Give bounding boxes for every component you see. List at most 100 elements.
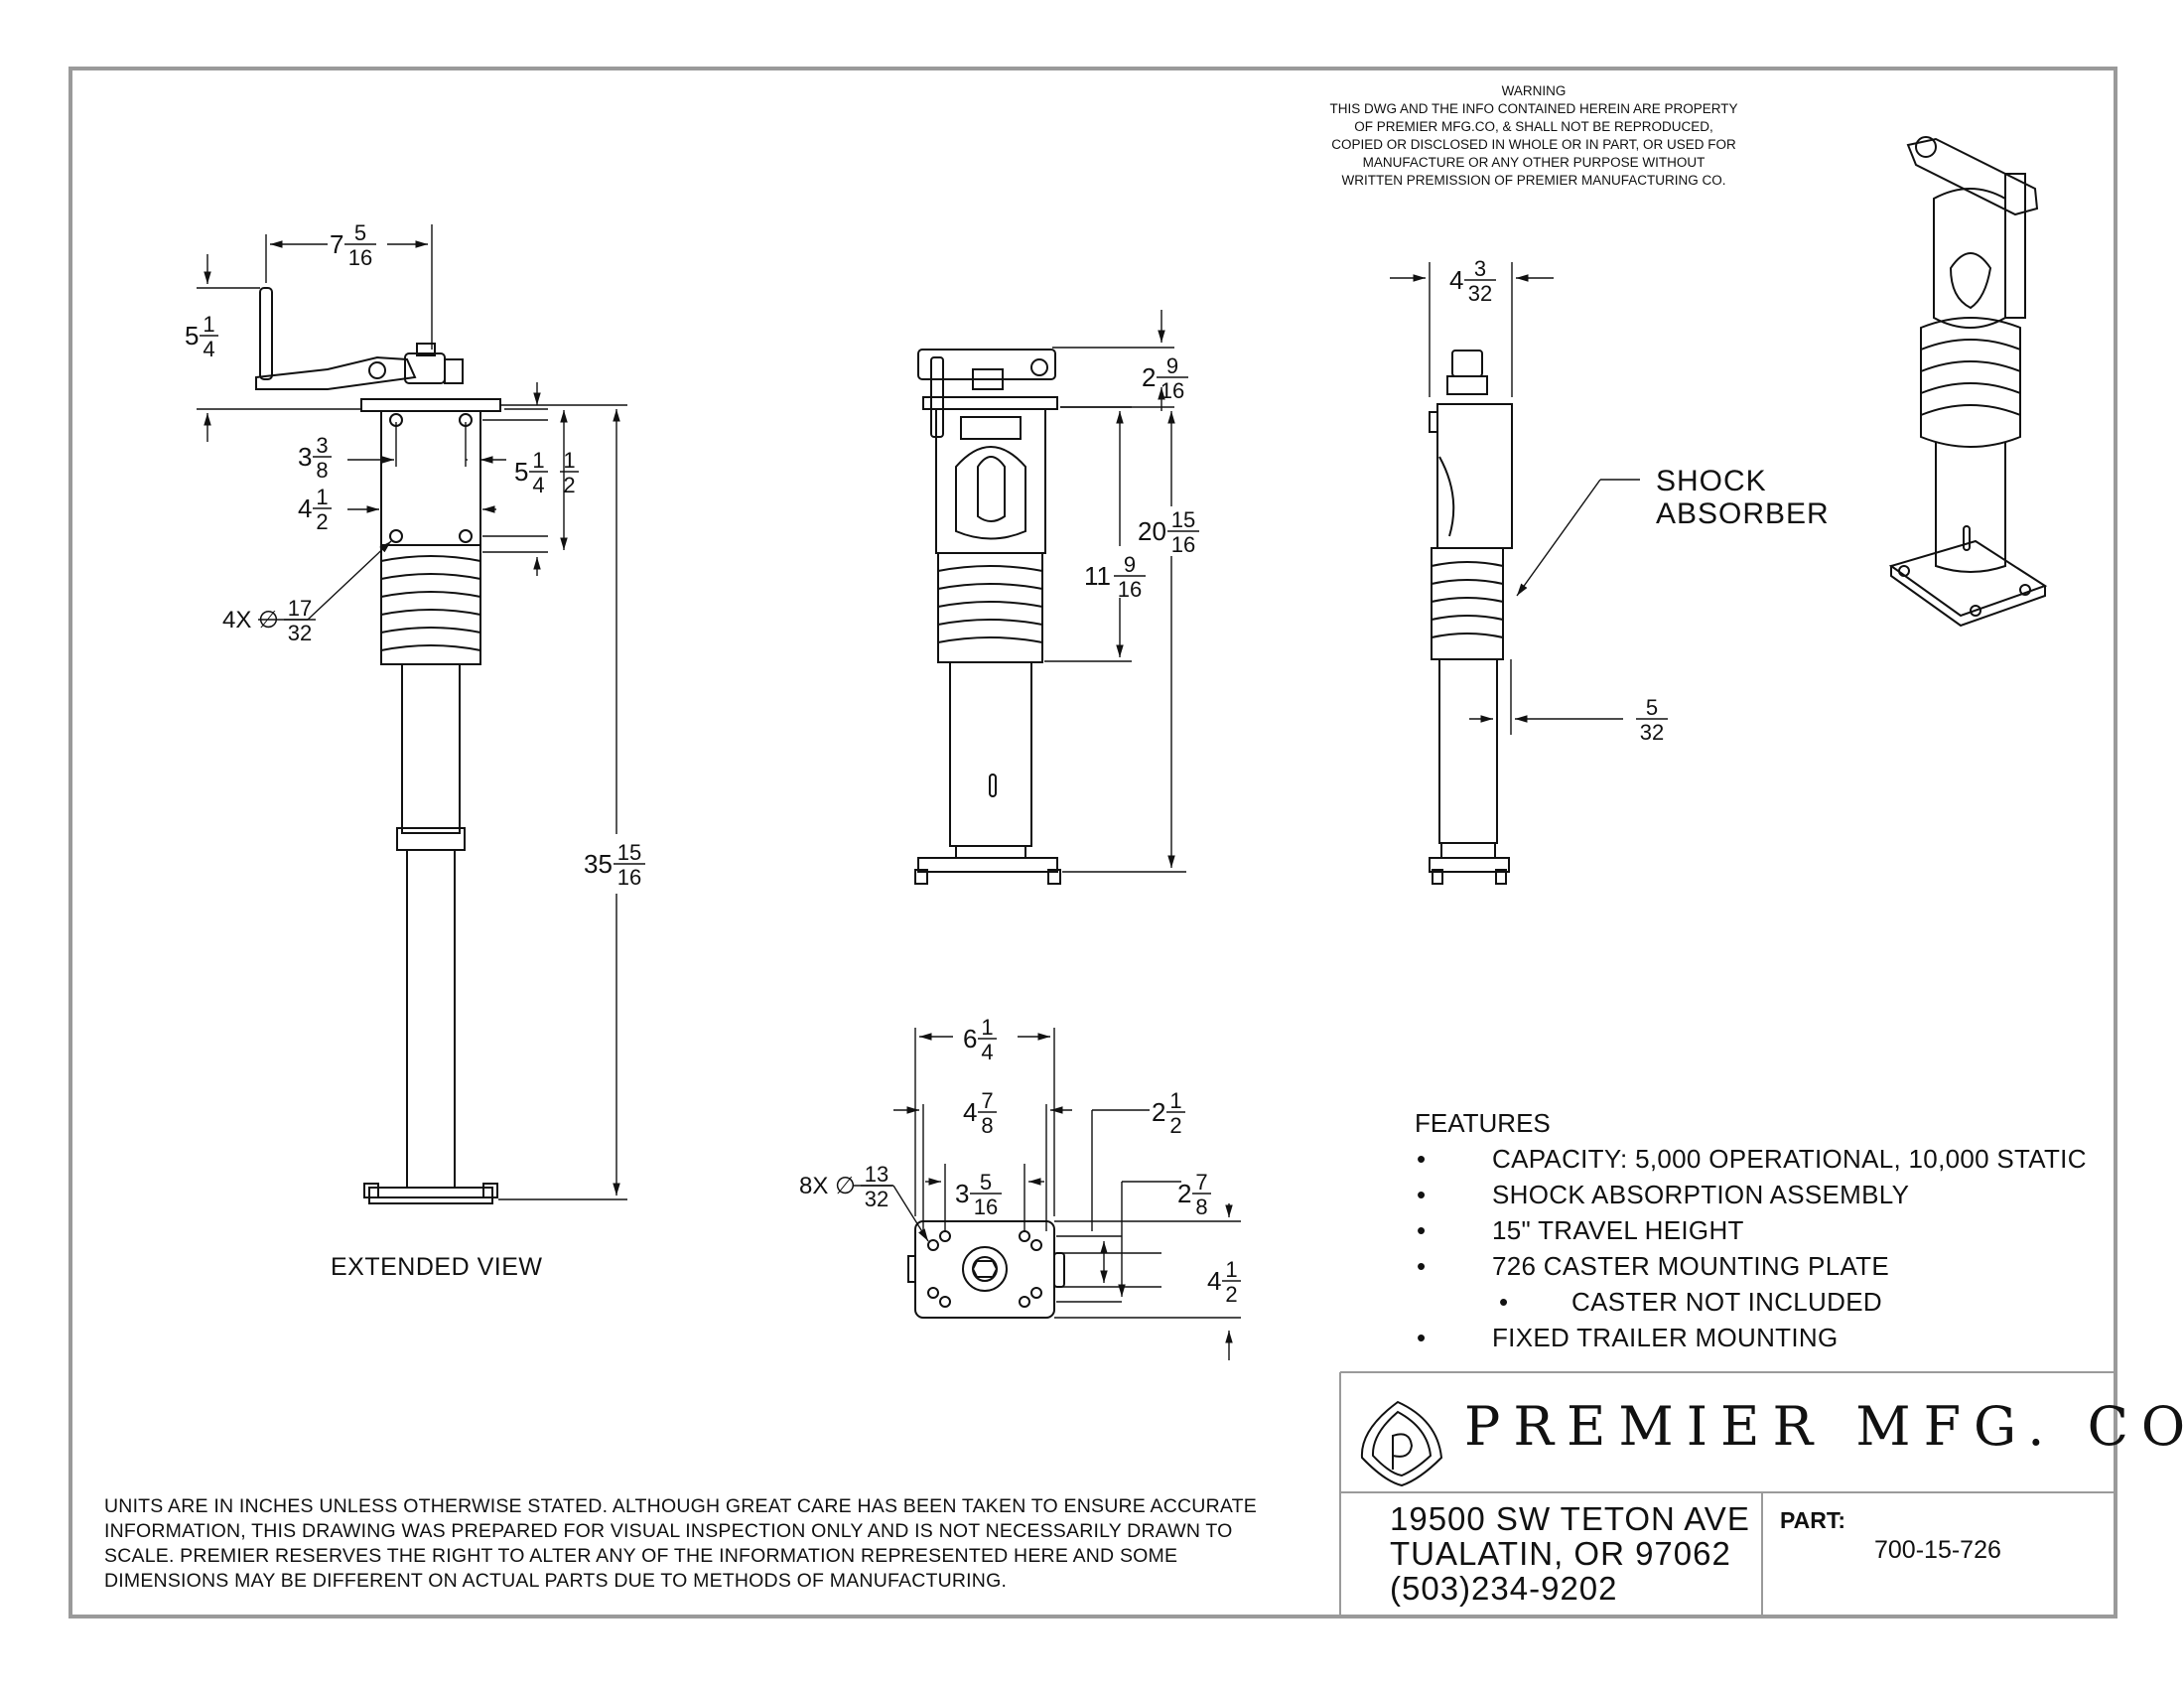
foot-plate	[368, 1187, 493, 1198]
warning-line: THIS DWG AND THE INFO CONTAINED HEREIN A…	[1329, 101, 1738, 116]
dimension-prefix: 8X ∅	[799, 1173, 856, 1199]
warning-notice: WARNING THIS DWG AND THE INFO CONTAINED …	[1300, 82, 1767, 190]
iso-housing	[1933, 188, 2006, 329]
address-phone: (503)234-9202	[1390, 1570, 1618, 1607]
dimension-denominator: 4	[532, 473, 544, 497]
bullet-icon: •	[1417, 1180, 1427, 1209]
dimension-numerator: 15	[617, 840, 641, 865]
dimension-denominator: 16	[348, 245, 372, 270]
dimension-numerator: 1	[1169, 1088, 1181, 1113]
dimension-denominator: 16	[1160, 378, 1184, 403]
dimension-numerator: 13	[865, 1162, 888, 1187]
spring-coil	[380, 544, 481, 665]
disclaimer-line: UNITS ARE IN INCHES UNLESS OTHERWISE STA…	[104, 1495, 1257, 1517]
disclaimer-line: DIMENSIONS MAY BE DIFFERENT ON ACTUAL PA…	[104, 1570, 1008, 1592]
inner-tube	[406, 849, 456, 1189]
dimension-denominator: 4	[203, 337, 214, 361]
feature-item: •SHOCK ABSORPTION ASSEMBLY	[1415, 1177, 2087, 1212]
dimension-whole: 5	[185, 321, 199, 351]
dimension-numerator: 5	[354, 220, 366, 245]
dimension-numerator: 5	[1646, 695, 1658, 720]
warning-line: OF PREMIER MFG.CO, & SHALL NOT BE REPROD…	[1354, 119, 1713, 134]
dimension-whole: 6	[963, 1024, 977, 1054]
dimension-denominator: 2	[563, 473, 575, 497]
disclaimer-text: UNITS ARE IN INCHES UNLESS OTHERWISE STA…	[104, 1494, 1325, 1594]
dimension-whole: 3	[298, 442, 312, 472]
dimension-whole: 35	[584, 849, 613, 879]
iso-tube	[1935, 442, 2006, 573]
premier-logo	[1360, 1400, 1443, 1487]
company-name: PREMIER MFG. CO.	[1464, 1395, 2184, 1458]
bottom-view	[907, 1220, 1065, 1319]
dimension-numerator: 3	[316, 433, 328, 458]
part-label: PART:	[1780, 1507, 1846, 1533]
dimension-whole: 3	[955, 1179, 969, 1208]
dimension-denominator: 32	[288, 621, 312, 645]
warning-line: WRITTEN PREMISSION OF PREMIER MANUFACTUR…	[1341, 173, 1726, 188]
warning-title: WARNING	[1501, 83, 1567, 98]
feature-item: •726 CASTER MOUNTING PLATE	[1415, 1248, 2087, 1284]
dimension-numerator: 15	[1171, 507, 1195, 532]
front-view	[914, 349, 1061, 885]
part-number: 700-15-726	[1874, 1536, 2001, 1564]
dimension-whole: 4	[1207, 1266, 1221, 1296]
feature-item: •CAPACITY: 5,000 OPERATIONAL, 10,000 STA…	[1415, 1141, 2087, 1177]
dimension-denominator: 2	[1169, 1113, 1181, 1138]
dimension-whole: 2	[1177, 1179, 1191, 1208]
dimension-whole: 11	[1084, 561, 1111, 591]
bullet-icon: •	[1417, 1251, 1427, 1281]
caster-mounting-plate	[914, 1220, 1055, 1319]
feature-item: •FIXED TRAILER MOUNTING	[1415, 1320, 2087, 1355]
dimension-denominator: 8	[1195, 1195, 1207, 1219]
feature-sub-item: •CASTER NOT INCLUDED	[1415, 1284, 2087, 1320]
dimension-whole: 4	[1449, 265, 1463, 295]
premier-logo-plate	[955, 446, 1026, 540]
callout-line: SHOCK	[1656, 465, 1767, 497]
shock-absorber-callout: SHOCK ABSORBER	[1656, 465, 1830, 530]
dimension-whole: 4	[963, 1097, 977, 1127]
dimension-numerator: 1	[981, 1015, 993, 1040]
gear-housing-front	[935, 408, 1046, 554]
dimension-denominator: 2	[1225, 1282, 1237, 1307]
extended-view	[255, 287, 501, 1204]
dimension-numerator: 1	[532, 448, 544, 473]
dimension-numerator: 1	[1225, 1257, 1237, 1282]
bullet-icon: •	[1417, 1144, 1427, 1174]
dimension-whole: 4	[298, 493, 312, 523]
warning-line: COPIED OR DISCLOSED IN WHOLE OR IN PART,…	[1331, 137, 1736, 152]
crank-arm-front	[917, 349, 1056, 380]
drawing-sheet-border	[68, 67, 2117, 1618]
dimension-denominator: 32	[865, 1187, 888, 1211]
dimension-side-offset: 532	[1636, 695, 1668, 745]
bottom-view-dimensions	[854, 1028, 1241, 1360]
dimension-numerator: 9	[1124, 552, 1136, 577]
dimension-denominator: 8	[316, 458, 328, 483]
dimension-numerator: 1	[563, 448, 575, 473]
foot-plate-side	[1429, 857, 1510, 873]
dimension-denominator: 4	[981, 1040, 993, 1064]
bullet-icon: •	[1417, 1323, 1427, 1352]
dimension-ext-mount-b: 12	[560, 448, 579, 497]
dimension-numerator: 7	[1195, 1170, 1207, 1195]
dimension-numerator: 9	[1166, 353, 1178, 378]
dimension-numerator: 1	[203, 312, 214, 337]
iso-spring	[1920, 317, 2021, 448]
dimension-numerator: 7	[981, 1088, 993, 1113]
crank-handle-grip	[259, 287, 273, 380]
dimension-whole: 20	[1138, 516, 1166, 546]
spring-coil-side	[1431, 547, 1504, 660]
foot-plate-front	[917, 857, 1058, 873]
side-view	[1429, 350, 1513, 885]
